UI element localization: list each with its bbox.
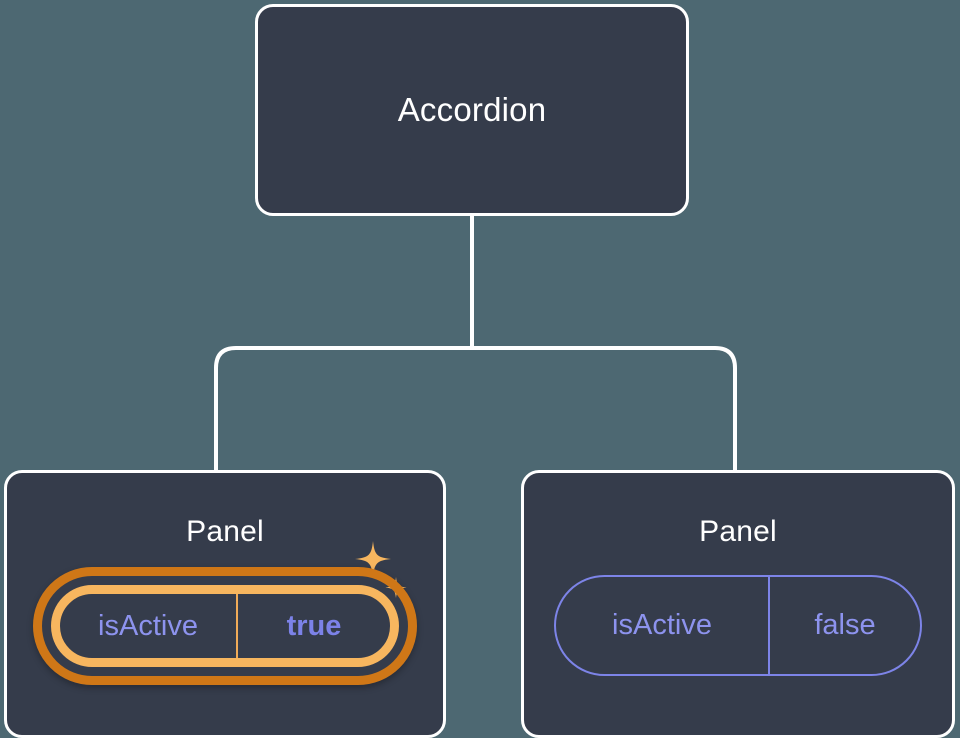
node-panel-inactive[interactable]: Panel isActive false [521, 470, 955, 738]
node-accordion[interactable]: Accordion [255, 4, 689, 216]
connector-branch-bar [214, 346, 737, 470]
node-accordion-title: Accordion [397, 91, 547, 128]
node-panel-active[interactable]: Panel isActive true [4, 470, 446, 738]
prop-key-isactive-active: isActive [60, 594, 238, 658]
node-panel-active-title: Panel [186, 515, 264, 548]
node-panel-inactive-title: Panel [699, 515, 777, 548]
prop-value-true: true [286, 609, 342, 642]
prop-pill-active-wrapper: isActive true [33, 541, 417, 685]
prop-value-false: false [814, 609, 876, 641]
prop-pill-inactive[interactable]: isActive false [554, 575, 922, 676]
prop-pill-active[interactable]: isActive true [33, 567, 417, 685]
prop-key-isactive-inactive: isActive [556, 577, 770, 674]
prop-pill-active-inner: isActive true [51, 585, 399, 667]
